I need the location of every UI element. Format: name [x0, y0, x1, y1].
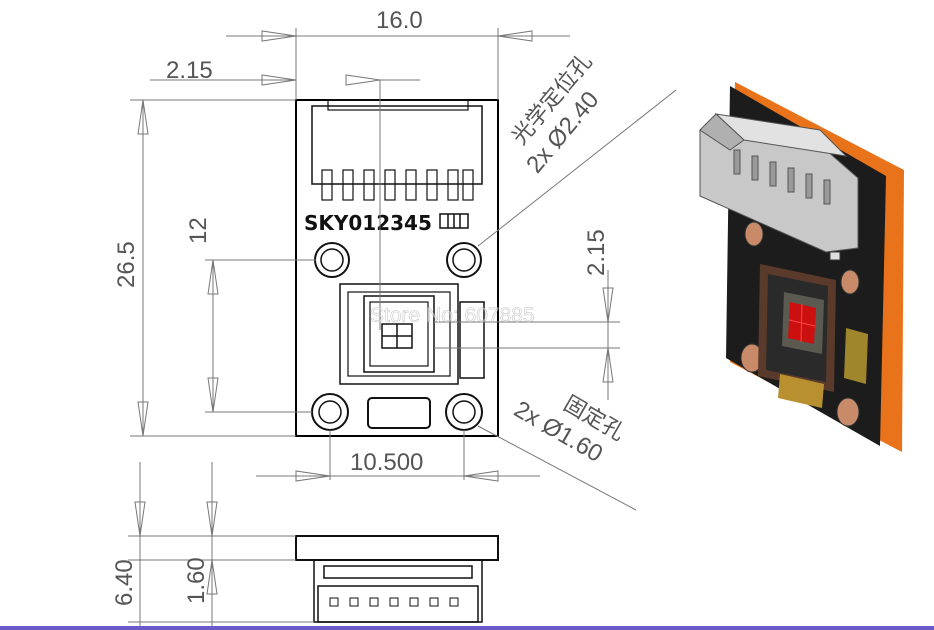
dim-hole-spacing-label: 12: [185, 217, 212, 244]
dimension-arrows: [137, 30, 614, 482]
dim-top-offset-label: 2.15: [583, 229, 610, 276]
side-dimension-lines: [128, 462, 314, 630]
dim-edge-offset-label: 2.15: [166, 57, 213, 84]
side-pins: [329, 597, 459, 607]
side-view: [295, 535, 499, 623]
dimension-lines: [130, 28, 677, 511]
isometric-render: [699, 82, 904, 452]
footer-bar: [0, 626, 934, 630]
watermark: Store No: 607885: [370, 304, 535, 327]
top-view: [295, 99, 499, 437]
part-label: SKY012345: [304, 211, 432, 235]
locating-hole-callout: 光学定位孔 2x Ø2.40: [507, 50, 604, 179]
dim-width-label: 16.0: [376, 7, 423, 34]
connector-teeth: [733, 149, 831, 205]
dim-mount-spacing-label: 10.500: [350, 449, 423, 476]
dim-board-thickness-label: 1.60: [183, 557, 210, 604]
dim-total-thickness-label: 6.40: [111, 559, 138, 606]
connector-pins: [321, 169, 474, 201]
mount-hole-callout: 固定孔 2x Ø1.60: [509, 392, 628, 468]
dim-height-label: 26.5: [113, 241, 140, 288]
